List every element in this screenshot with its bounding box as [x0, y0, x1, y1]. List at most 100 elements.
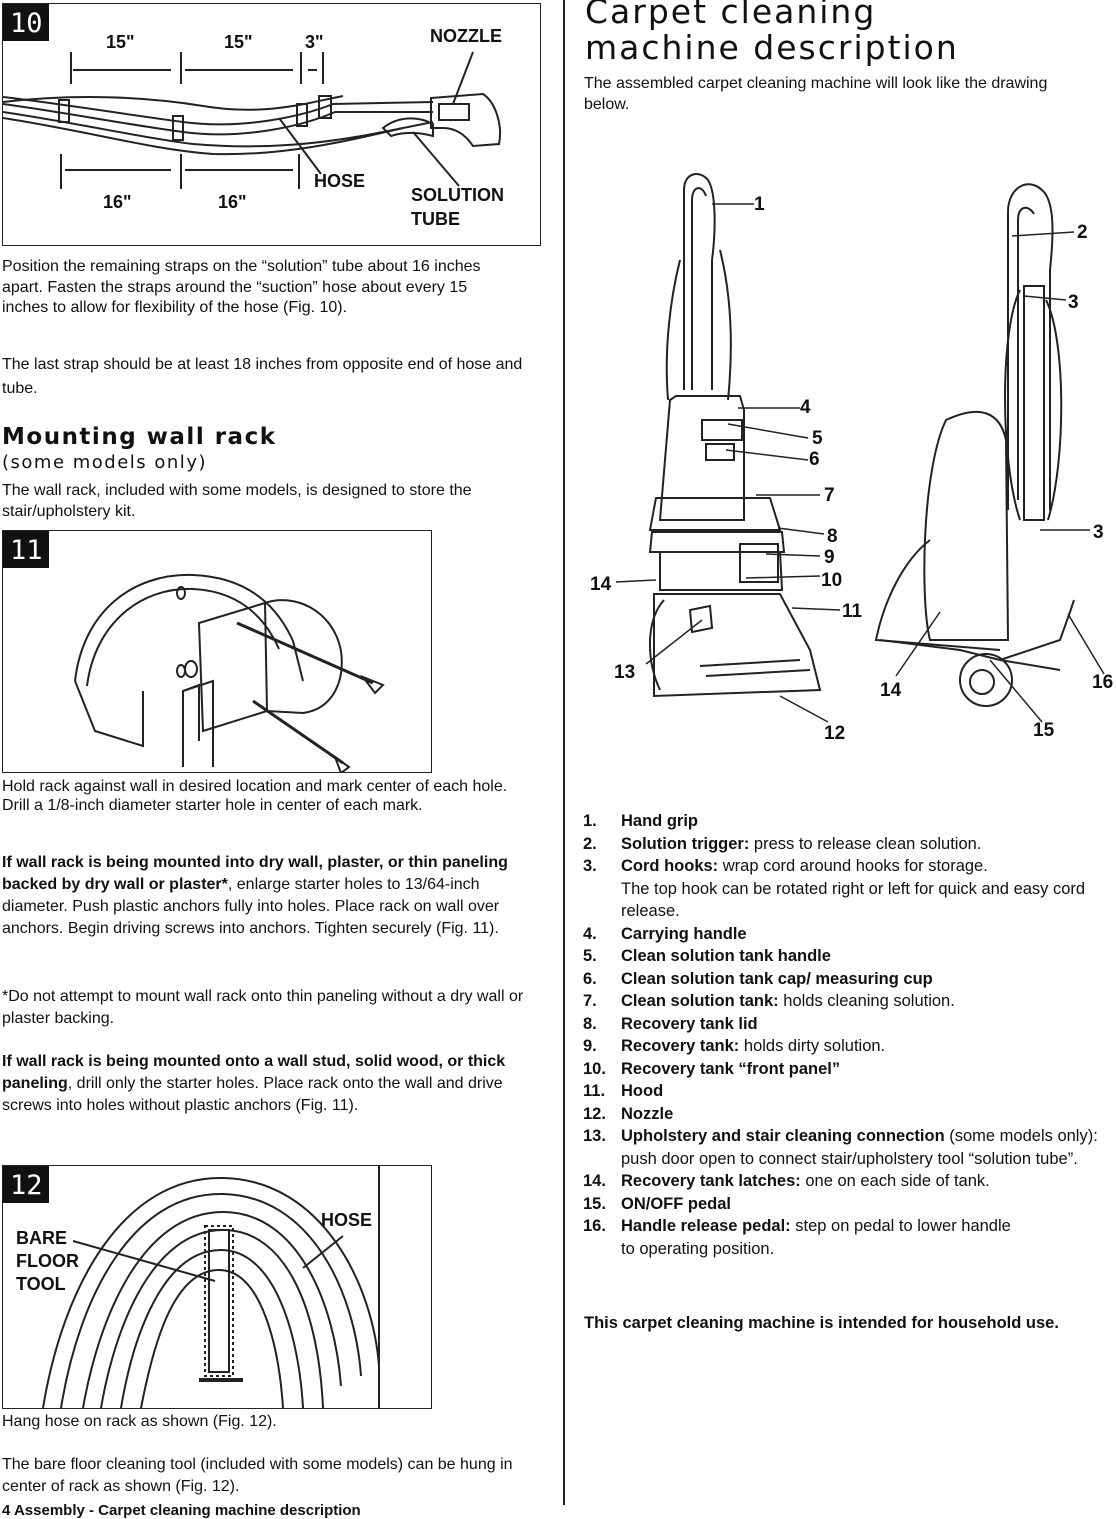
part-number: 5. — [583, 947, 597, 965]
part-title: Solution trigger: — [621, 834, 750, 853]
household-use-note: This carpet cleaning machine is intended… — [584, 1314, 1059, 1332]
callout-7: 7 — [824, 485, 835, 506]
part-number: 8. — [583, 1014, 597, 1033]
callout-6: 6 — [809, 449, 820, 470]
part-number: 7. — [583, 992, 597, 1010]
part-description: holds cleaning solution. — [778, 992, 955, 1010]
callout-16: 16 — [1092, 672, 1114, 693]
dim-15-b: 15" — [224, 32, 253, 52]
nozzle-label: NOZZLE — [430, 26, 502, 46]
paragraph-drywall-mount: If wall rack is being mounted into dry w… — [2, 852, 542, 940]
subheading-some-models: (some models only) — [2, 452, 207, 473]
part-item: 4.Carrying handle — [583, 923, 1113, 946]
solution-tube-label: SOLUTION TUBE — [411, 185, 504, 229]
page-title-line-2: machine description — [585, 28, 959, 67]
drywall-condition: If wall rack is being mounted into dry w… — [2, 854, 508, 893]
paragraph-hang-hose: Hang hose on rack as shown (Fig. 12). — [2, 1413, 277, 1430]
part-extra: to operating position. — [621, 1239, 775, 1258]
callout-8: 8 — [827, 526, 838, 547]
drywall-instructions: , enlarge starter holes to 13/64-inch di… — [2, 876, 500, 937]
part-item: 9.Recovery tank: holds dirty solution. — [583, 1035, 1113, 1058]
part-number: 12. — [583, 1104, 606, 1123]
paragraph-strap-position: Position the remaining straps on the “so… — [2, 258, 481, 316]
callout-4: 4 — [800, 397, 811, 418]
hose-label: HOSE — [321, 1210, 373, 1230]
figure-number: 10 — [3, 4, 49, 41]
part-number: 9. — [583, 1037, 597, 1055]
dim-16-b: 16" — [218, 192, 247, 212]
dim-15-a: 15" — [106, 32, 135, 52]
callout-1: 1 — [754, 194, 765, 215]
figure-number: 12 — [3, 1166, 49, 1203]
page-footer: 4 Assembly - Carpet cleaning machine des… — [2, 1502, 361, 1519]
paragraph-last-strap: The last strap should be at least 18 inc… — [2, 356, 523, 397]
hose-label: HOSE — [314, 171, 366, 191]
callout-11: 11 — [842, 601, 863, 622]
part-number: 10. — [583, 1059, 606, 1078]
part-number: 3. — [583, 857, 597, 875]
figure-11: 11 — [2, 530, 432, 773]
part-title: Clean solution tank cap/ measuring cup — [621, 969, 933, 988]
part-item: 12. Nozzle — [583, 1103, 1113, 1126]
hose-on-rack-diagram — [42, 1166, 380, 1408]
part-title: ON/OFF pedal — [621, 1194, 732, 1213]
wall-rack-diagram — [74, 573, 385, 772]
part-description: step on pedal to lower handle — [790, 1217, 1011, 1235]
part-number: 14. — [583, 1172, 606, 1190]
paragraph-wall-rack-intro: The wall rack, included with some models… — [2, 482, 472, 520]
part-title: Handle release pedal: — [621, 1217, 791, 1235]
part-item: 13.Upholstery and stair cleaning connect… — [583, 1125, 1113, 1170]
part-item: 14.Recovery tank latches: one on each si… — [583, 1170, 1113, 1193]
paragraph-stud-mount: If wall rack is being mounted onto a wal… — [2, 1051, 550, 1117]
callout-13: 13 — [614, 662, 636, 683]
dim-3: 3" — [305, 32, 324, 52]
callout-3-lower: 3 — [1093, 522, 1104, 543]
part-number: 11. — [583, 1082, 606, 1100]
callout-9: 9 — [824, 547, 835, 568]
part-item: 11. Hood — [583, 1080, 1113, 1103]
part-number: 16. — [583, 1217, 606, 1235]
part-item: 2.Solution trigger: press to release cle… — [583, 833, 1113, 856]
part-title: Recovery tank: — [621, 1037, 740, 1055]
stud-condition: If wall rack is being mounted onto a wal… — [2, 1053, 506, 1092]
part-title: Clean solution tank: — [621, 992, 779, 1010]
part-description: (some models only): push door open to co… — [621, 1127, 1098, 1168]
bare-floor-tool-label-2: FLOOR — [16, 1251, 79, 1271]
part-item: 6. Clean solution tank cap/ measuring cup — [583, 968, 1113, 991]
figure-12: 12 BARE FLOOR TOOL HOSE — [2, 1165, 432, 1409]
part-item: 1. Hand grip — [583, 810, 1113, 833]
part-title: Hood — [621, 1082, 664, 1100]
part-title: Recovery tank latches: — [621, 1172, 801, 1190]
paragraph-bare-floor-tool: The bare floor cleaning tool (included w… — [2, 1456, 513, 1495]
part-title: Hand grip — [621, 812, 698, 830]
part-item: 8. Recovery tank lid — [583, 1013, 1113, 1036]
column-divider — [563, 0, 565, 1505]
part-item: 15. ON/OFF pedal — [583, 1193, 1113, 1216]
callout-5: 5 — [812, 428, 823, 449]
part-title: Nozzle — [621, 1104, 674, 1123]
stud-instructions: , drill only the starter holes. Place ra… — [2, 1075, 503, 1114]
callout-12: 12 — [824, 723, 846, 744]
callout-10: 10 — [821, 570, 843, 591]
part-description: wrap cord around hooks for storage. — [718, 857, 988, 875]
part-number: 6. — [583, 969, 597, 988]
part-title: Carrying handle — [621, 924, 747, 943]
callout-15: 15 — [1033, 720, 1055, 741]
part-number: 2. — [583, 834, 597, 853]
part-item: 7. Clean solution tank: holds cleaning so… — [583, 990, 1113, 1013]
callout-3-top: 3 — [1068, 292, 1079, 313]
callout-2: 2 — [1077, 222, 1088, 243]
page-title-line-1: Carpet cleaning — [585, 0, 877, 31]
part-title: Recovery tank lid — [621, 1014, 758, 1033]
part-number: 1. — [583, 812, 597, 830]
paragraph-mark-holes: Hold rack against wall in desired locati… — [2, 778, 508, 814]
bare-floor-tool-label-1: BARE — [16, 1228, 68, 1248]
part-item: 10.Recovery tank “front panel” — [583, 1058, 1113, 1081]
part-number: 15. — [583, 1194, 606, 1213]
heading-mounting-wall-rack: Mounting wall rack — [2, 424, 277, 450]
figure-10: 10 — [2, 3, 541, 246]
part-item: 5.Clean solution tank handle — [583, 945, 1113, 968]
callout-14-side: 14 — [880, 680, 902, 701]
